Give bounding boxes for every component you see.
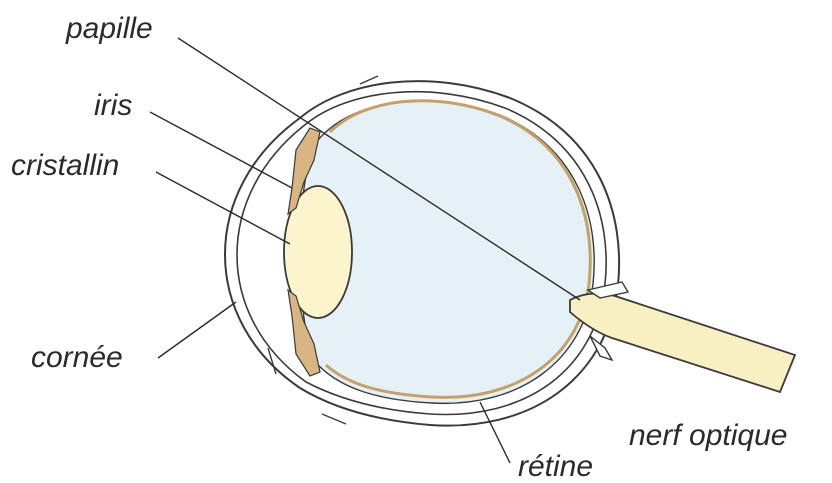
label-cornee: cornée xyxy=(31,341,123,374)
label-papille: papille xyxy=(65,12,153,45)
optic-nerve xyxy=(570,293,795,392)
label-iris: iris xyxy=(94,89,132,122)
leader-cristallin xyxy=(156,172,290,244)
leader-cornee xyxy=(158,302,236,358)
label-cristallin: cristallin xyxy=(11,149,119,182)
leader-iris xyxy=(150,112,292,188)
leader-retine xyxy=(480,402,510,463)
sclera-mark-bottom xyxy=(322,414,346,424)
label-retine: rétine xyxy=(518,450,593,483)
sclera-mark-top xyxy=(360,76,378,84)
label-nerf-optique: nerf optique xyxy=(629,419,787,452)
